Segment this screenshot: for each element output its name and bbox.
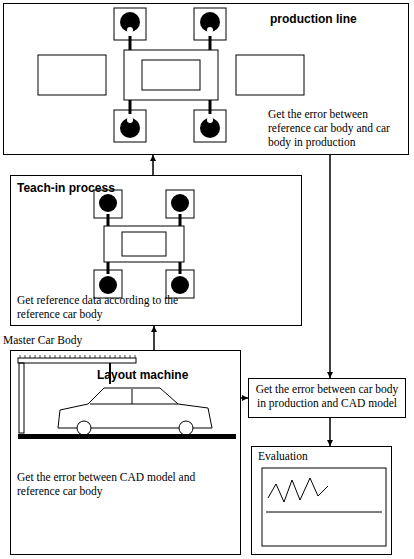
robot-base [194,110,226,142]
robot-base [166,190,194,218]
section-box: Teach-in processGet reference data accor… [10,175,302,326]
arrow-connector [150,155,156,175]
chart-frame [262,468,386,546]
section-box: Evaluation [251,446,392,555]
note-text: Get reference data according to the refe… [17,294,217,322]
note-text: Get the error between CAD model and refe… [17,471,237,499]
section-box: Layout machineGet the error between CAD … [10,350,241,555]
base-plate [18,434,236,439]
section-title: Teach-in process [17,181,177,195]
car-body [236,55,304,95]
car-body [142,60,200,90]
robot-base [166,270,194,298]
caption-label: Master Car Body [3,334,163,348]
note-text: Get the error between reference car body… [268,108,406,149]
robot-base [114,110,146,142]
arrow-connector [327,418,333,446]
rail [18,358,136,363]
robot-base [94,270,122,298]
section-title: production line [270,12,406,26]
arrow-connector [151,326,157,350]
arrow-connector [327,155,333,378]
section-box: production lineGet the error between ref… [3,3,409,155]
station-frame [104,226,184,262]
chart-line [268,478,328,502]
chart-baseline [266,512,382,513]
car-body [122,232,166,256]
robot-base [114,8,146,40]
station-frame [124,50,218,100]
process-text: Get the error between car body in produc… [253,383,401,411]
car-body [38,55,106,95]
process-box: Get the error between car body in produc… [248,378,406,418]
robot-base [194,8,226,40]
section-title: Layout machine [97,368,235,382]
column [19,363,24,433]
section-title: Evaluation [258,450,378,464]
arrow-connector [241,395,248,401]
